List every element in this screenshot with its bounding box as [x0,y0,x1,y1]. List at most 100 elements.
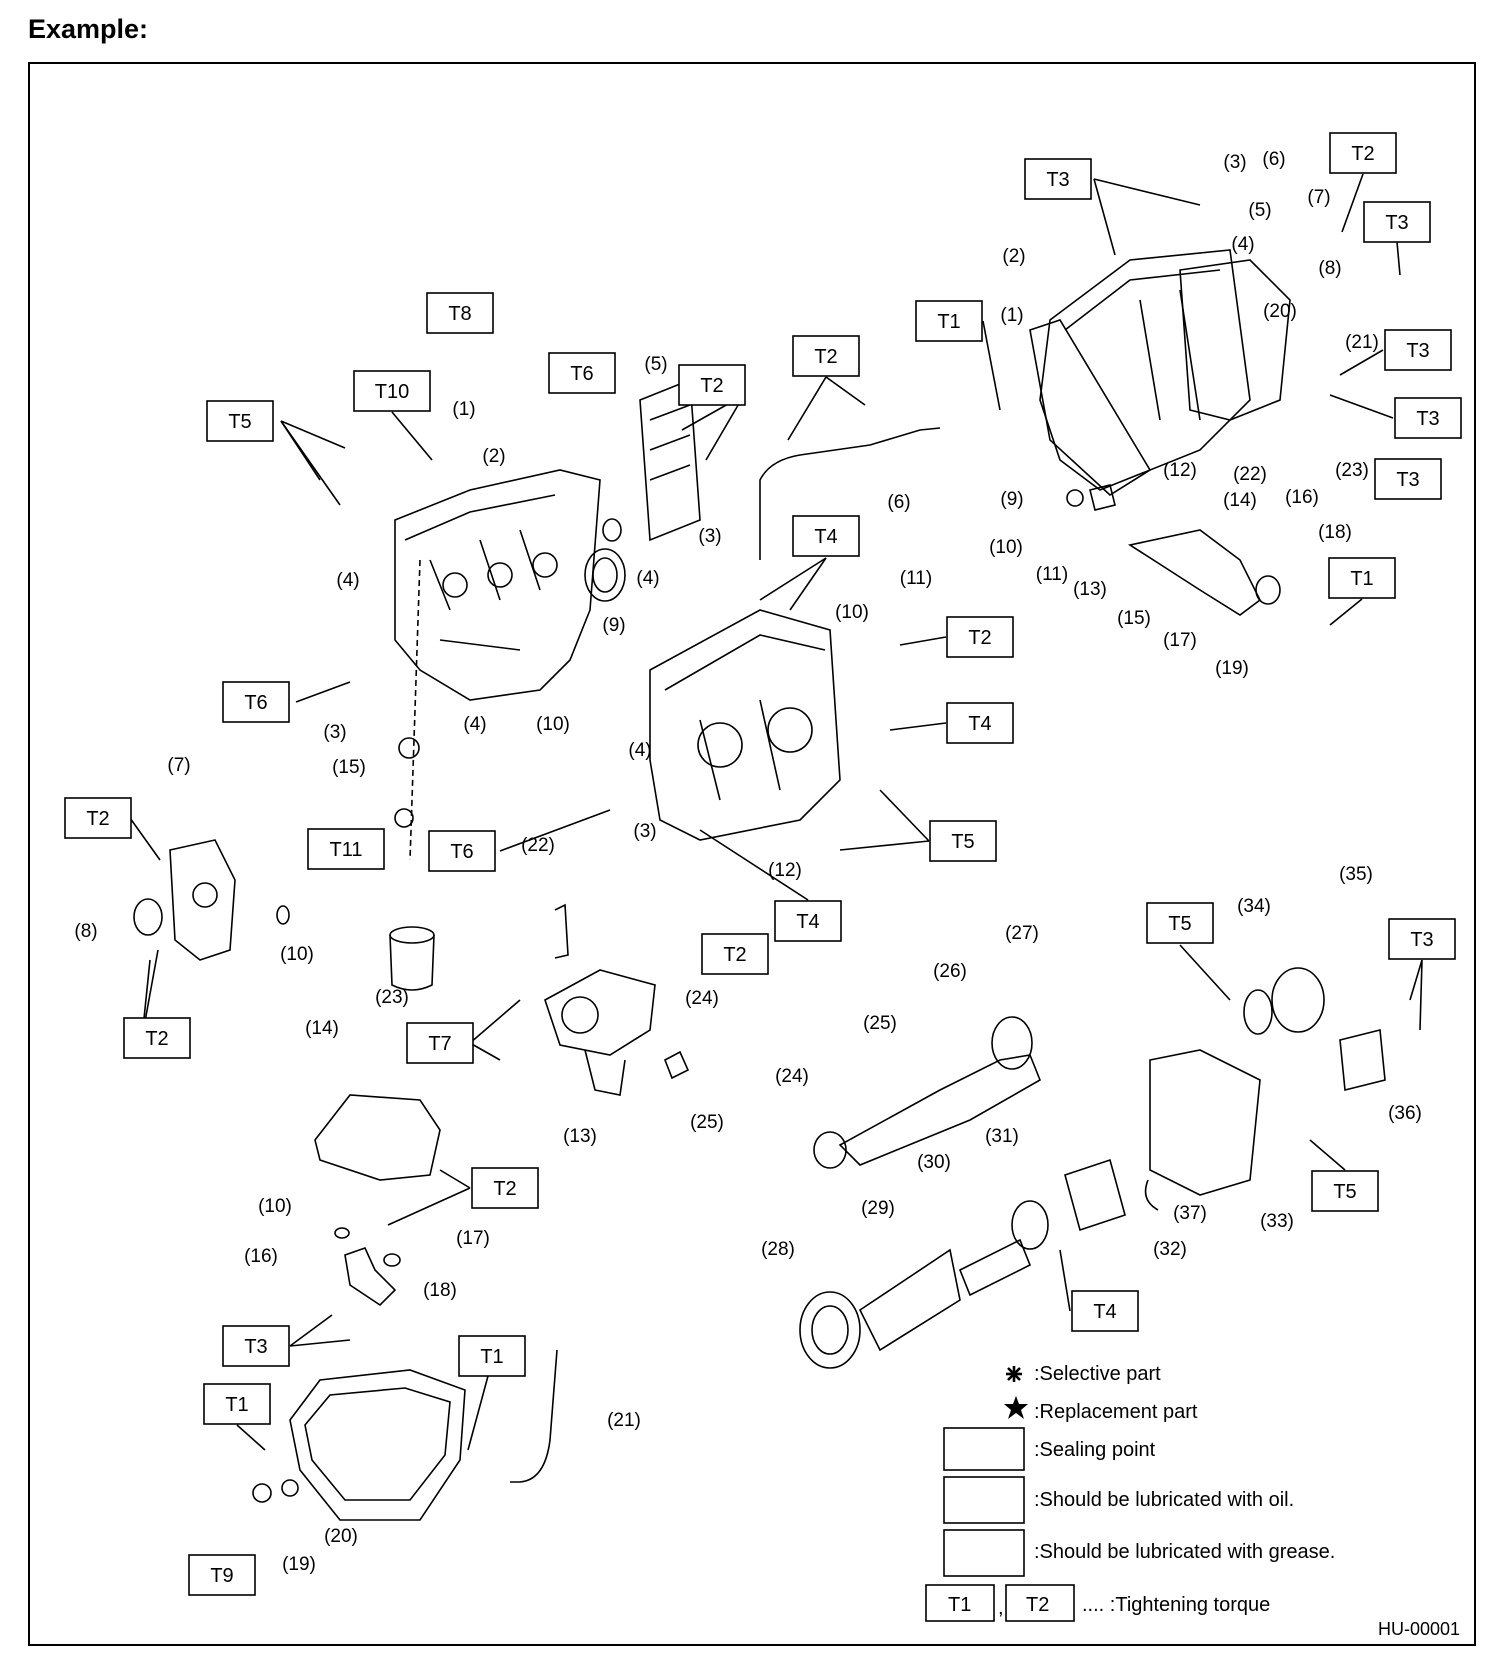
legend-torque-a: T1 [948,1594,971,1616]
torque-box-t4: T4 [792,515,860,557]
part-label: (17) [1163,630,1197,651]
torque-box-t3: T3 [1024,158,1092,200]
oil-filter [389,926,435,991]
diagram-frame [28,62,1476,1646]
part-label: (12) [768,860,802,881]
torque-box-t2: T2 [946,616,1014,658]
oil-level-gauge [510,1349,558,1483]
part-label: (8) [1318,258,1341,279]
torque-box-t4: T4 [946,702,1014,744]
svg-text:T2: T2 [723,944,746,966]
svg-text:T2: T2 [700,375,723,397]
torque-box-t2: T2 [471,1167,539,1209]
torque-box-t4: T4 [1071,1290,1139,1332]
torque-box-t1: T1 [203,1383,271,1425]
part-label: (31) [985,1126,1019,1147]
extension-case [1149,1049,1261,1196]
part-label: (15) [1117,608,1151,629]
part-label: (11) [1036,564,1068,585]
torque-box-t6: T6 [548,352,616,394]
transmission-case [1179,259,1291,421]
part-label: (10) [989,537,1023,558]
crankcase-left-half [394,469,601,701]
part-label: (32) [1153,1239,1187,1260]
svg-text:T1: T1 [225,1394,248,1416]
main-shaft-assembly [813,1016,1042,1169]
part-label: (23) [1335,460,1369,481]
svg-text:T2: T2 [493,1178,516,1200]
svg-text:T8: T8 [448,303,471,325]
svg-text:T1: T1 [937,311,960,333]
svg-text:T6: T6 [570,363,593,385]
oil-seal-plate [1064,1158,1126,1232]
torque-box-t1: T1 [915,300,983,342]
legend-torque-text: .... :Tightening torque [1082,1594,1270,1616]
part-label: (22) [521,835,555,856]
part-label: (28) [761,1239,795,1260]
torque-box-t6: T6 [428,830,496,872]
part-label: (4) [636,568,659,589]
svg-text:T11: T11 [330,839,363,861]
oil-pan [289,1369,466,1521]
svg-text:T2: T2 [968,627,991,649]
torque-box-t3: T3 [222,1325,290,1367]
part-label: (24) [685,988,719,1009]
part-label: (24) [775,1066,809,1087]
part-label: (5) [1248,200,1271,221]
drive-pinion-assembly [799,1200,1049,1369]
part-label: (13) [563,1126,597,1147]
part-label: (27) [1005,923,1039,944]
part-label: (29) [861,1198,895,1219]
svg-text:T6: T6 [450,841,473,863]
torque-box-t5: T5 [206,400,274,442]
torque-box-t1: T1 [458,1335,526,1377]
torque-box-t3: T3 [1388,918,1456,960]
torque-box-t3: T3 [1384,329,1452,371]
gasket [1029,319,1152,497]
svg-text:T2: T2 [145,1028,168,1050]
part-label: (9) [1000,489,1023,510]
svg-text:T2: T2 [1351,143,1374,165]
oil-lubrication-icon [943,1476,1025,1524]
svg-text:T5: T5 [951,831,974,853]
part-label: (6) [1262,149,1285,170]
part-label: (33) [1260,1211,1294,1232]
part-label: (12) [1163,460,1197,481]
svg-text:T3: T3 [1416,408,1439,430]
legend-selective: :Selective part [1034,1363,1161,1385]
part-label: (25) [863,1013,897,1034]
svg-text:T3: T3 [1385,212,1408,234]
part-label: (13) [1073,579,1107,600]
part-label: (34) [1237,896,1271,917]
torque-box-t5: T5 [1146,902,1214,944]
oil-strainer [344,1247,397,1307]
svg-text:T3: T3 [244,1336,267,1358]
part-label: (1) [452,399,475,420]
part-label: (4) [336,570,359,591]
part-label: (14) [1223,490,1257,511]
svg-text:T1: T1 [480,1346,503,1368]
svg-text:T7: T7 [428,1033,451,1055]
part-label: (11) [900,568,932,589]
legend-oil: :Should be lubricated with oil. [1034,1489,1294,1511]
torque-box-t5: T5 [1311,1170,1379,1212]
part-label: (3) [698,526,721,547]
torque-box-t3: T3 [1374,458,1442,500]
part-label: (22) [1233,464,1267,485]
svg-text:T9: T9 [210,1565,233,1587]
front-plate [639,378,701,542]
svg-text:T2: T2 [86,808,109,830]
torque-box-t4: T4 [774,900,842,942]
torque-box-t3: T3 [1363,201,1431,243]
part-label: (10) [835,602,869,623]
torque-box-t2: T2 [64,797,132,839]
svg-text:T4: T4 [814,526,837,548]
part-label: (19) [1215,658,1249,679]
part-label: (20) [1263,301,1297,322]
part-label: (36) [1388,1103,1422,1124]
legend-torque-b: T2 [1026,1594,1049,1616]
svg-text:T3: T3 [1406,340,1429,362]
torque-box-t2: T2 [1329,132,1397,174]
part-label: (10) [536,714,570,735]
